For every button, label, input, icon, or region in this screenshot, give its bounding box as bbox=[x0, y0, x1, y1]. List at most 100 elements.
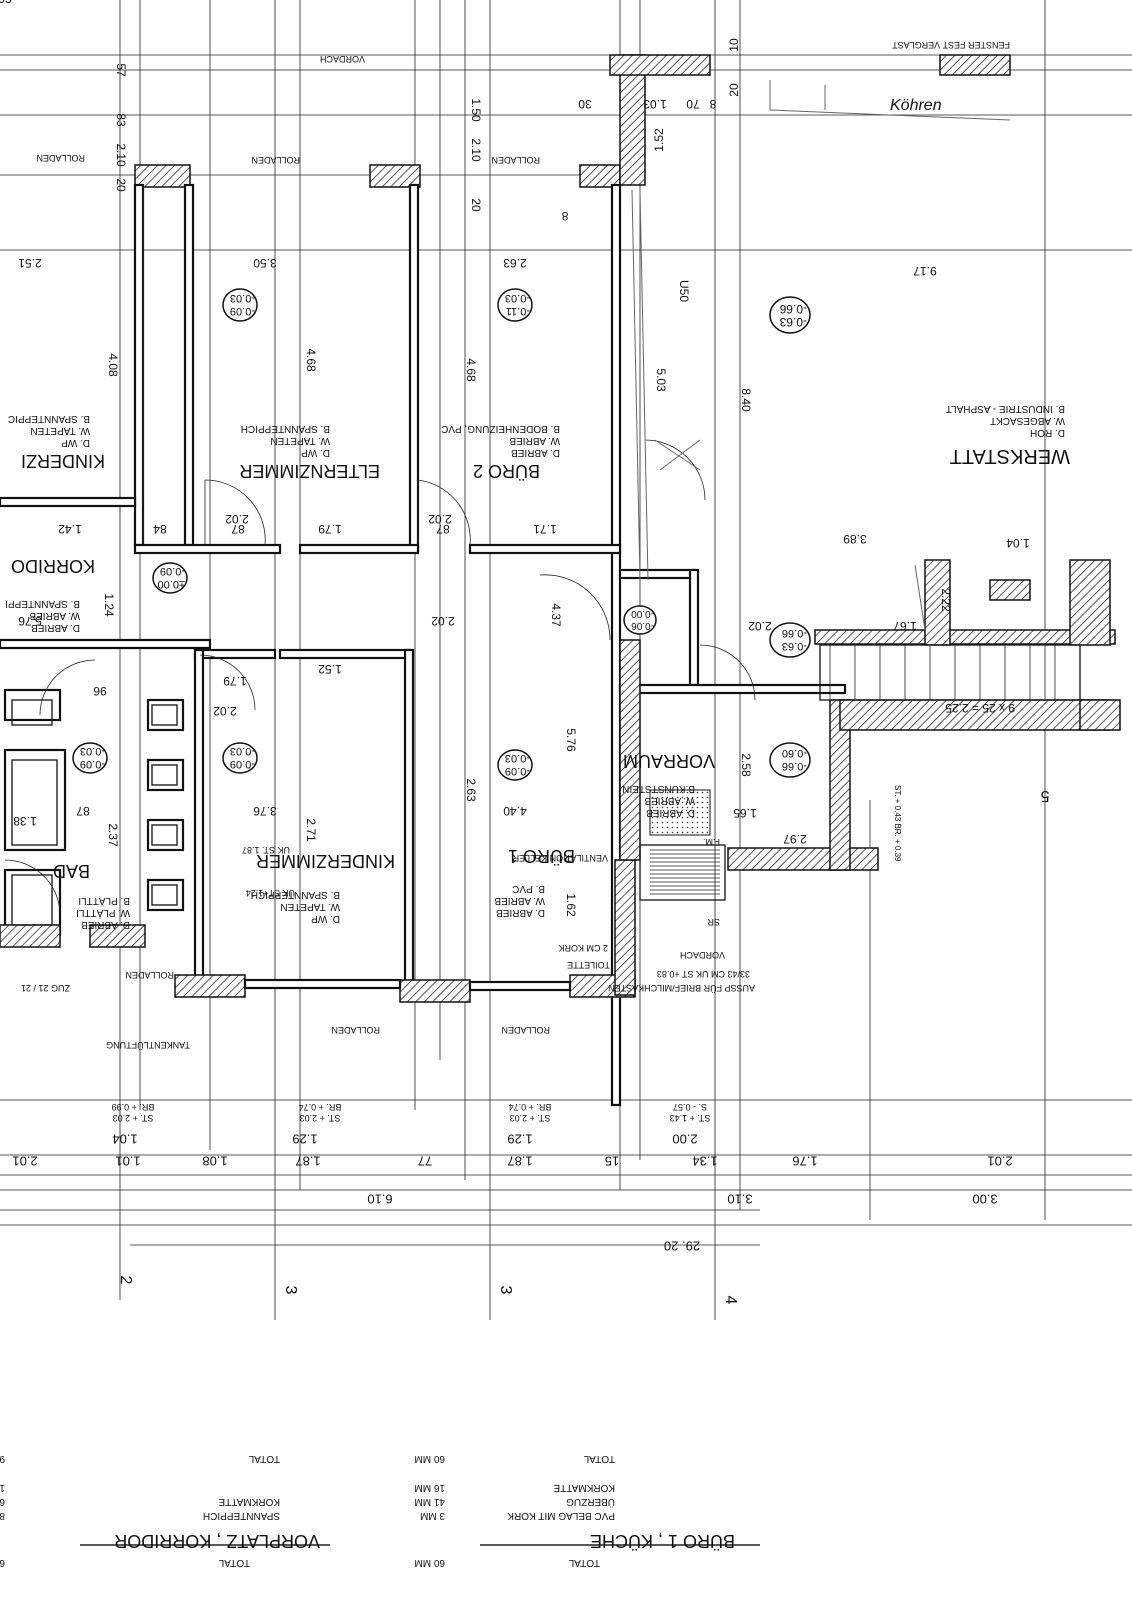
level-bad-b: -0.03 bbox=[80, 745, 105, 757]
legend-right-row4: TOTAL bbox=[583, 1453, 615, 1464]
dimension-room-5: 4.68 bbox=[464, 358, 478, 382]
label-vordach-top: VORDACH bbox=[320, 54, 365, 64]
legend-right-mm2: 41 MM bbox=[414, 1496, 445, 1507]
level-buero1-a: -0.09 bbox=[505, 765, 530, 777]
dimension-bottom-3: 77 bbox=[418, 1154, 432, 1169]
label-rolladen-6: ROLLADEN bbox=[125, 970, 174, 980]
room-name-kinderzimmer-left: KINDERZI bbox=[21, 451, 105, 471]
dimension-room-11: 87 bbox=[231, 522, 245, 536]
dimension-room-9: 1.42 bbox=[58, 522, 82, 536]
stair-main bbox=[819, 644, 1081, 701]
room-spec-kinderzimmer-3: B. SPANNTEPPICH bbox=[251, 889, 340, 900]
label-toilette: TOILETTE bbox=[567, 960, 610, 970]
axis-number-3: 4 bbox=[722, 1296, 739, 1305]
dimension-room-0: 2.51 bbox=[18, 256, 42, 270]
legend-left-row4: TOTAL bbox=[248, 1453, 280, 1464]
room-name-buero1: BÜRO 1 bbox=[508, 846, 575, 866]
label-uk2: UK ST+1.24 bbox=[246, 888, 295, 898]
level-buero2-a: -0.11 bbox=[506, 305, 530, 317]
label-rolladen-4: ROLLADEN bbox=[331, 1025, 380, 1035]
pencil-marks bbox=[631, 80, 1011, 631]
label-pencil-kohren: Köhren bbox=[890, 97, 942, 114]
legend-left-row2: KORKMATTE bbox=[218, 1496, 280, 1507]
room-spec-elternzimmer-3: B. SPANNTEPPICH bbox=[241, 423, 330, 434]
level-vorraum-b: -0.60 bbox=[782, 747, 807, 759]
sill-note-line: BR. + 0.74 bbox=[509, 1102, 552, 1112]
room-buero2: BÜRO 2 D. ABRIEB W. ABRIEB B. BODENHEIZU… bbox=[441, 423, 560, 481]
room-spec-elternzimmer-2: W. TAPETEN bbox=[270, 435, 330, 446]
level-werkstatt-a: -0.63 bbox=[779, 315, 807, 329]
dimension-room-6: 5.03 bbox=[654, 368, 668, 392]
dimension-room-37: 2.58 bbox=[739, 753, 753, 777]
dimension-top-1: 20 bbox=[727, 83, 741, 97]
dimension-room-16: 1.04 bbox=[1006, 536, 1030, 550]
dimension-room-27: 1.52 bbox=[318, 662, 342, 676]
level-korridor-b: -0.09 bbox=[160, 565, 185, 577]
level-stair-b: -0.66 bbox=[782, 627, 807, 639]
legend-left-mm1: 8 bbox=[0, 1510, 5, 1521]
legend-right-mm1: 3 MM bbox=[420, 1510, 445, 1521]
label-rolladen-5: ROLLADEN bbox=[501, 1025, 550, 1035]
room-spec-kinderzimmer-1: D. WP bbox=[311, 913, 340, 924]
label-rolladen-3: ROLLADEN bbox=[36, 153, 85, 163]
dimension-top-13: 20 bbox=[114, 178, 128, 192]
room-spec-buero2-2: W. ABRIEB bbox=[509, 435, 560, 446]
dimension-room-22: 4.37 bbox=[549, 603, 563, 627]
dimension-bottom-16: 2.01 bbox=[12, 1154, 37, 1169]
level-small-a: -0.06 bbox=[631, 620, 654, 631]
level-elternzimmer-a: -0.09 bbox=[230, 305, 255, 317]
dimension-room-33: 2.71 bbox=[304, 818, 318, 842]
dimension-room-23: 2.02 bbox=[748, 619, 772, 633]
axis-number-4: 5 bbox=[1040, 787, 1049, 804]
bath-fixtures bbox=[11, 699, 178, 926]
dimension-top-6: 1.52 bbox=[652, 128, 666, 152]
sill-note-line: BR. + 0.99 bbox=[112, 1102, 155, 1112]
room-spec-werkstatt-1: D. ROH bbox=[1030, 427, 1065, 438]
label-stair: 9 x 25 = 2.25 bbox=[945, 701, 1015, 715]
dimension-top-12: 2.10 bbox=[114, 143, 128, 167]
room-spec-korridor-2: W. ABRIEB bbox=[29, 610, 80, 621]
legend-right-mm3: 16 MM bbox=[414, 1482, 445, 1493]
stair-steps bbox=[829, 645, 1056, 700]
dimension-room-7: 8.40 bbox=[739, 388, 753, 412]
label-briefkasten: AUSSP FÜR BRIEF/MILCHKASTEN bbox=[608, 983, 755, 993]
dimension-room-15: 3.89 bbox=[843, 532, 867, 546]
label-tankentlueftung: TANKENTLÜFTUNG bbox=[106, 1040, 190, 1050]
level-kinderzimmer-a: -0.09 bbox=[230, 758, 255, 770]
label-ventilation: VENTILATION KELLER bbox=[512, 853, 608, 863]
label-briefkasten2: 33/43 CM UK ST +0.83 bbox=[657, 969, 750, 979]
room-spec-buero2-3: B. BODENHEIZUNG, PVC bbox=[441, 423, 560, 434]
room-name-kinderzimmer: KINDERZIMMER bbox=[256, 851, 395, 871]
room-spec-bad-1: D. ABRIEB bbox=[81, 919, 130, 930]
dimension-room-32: 3.76 bbox=[253, 804, 277, 818]
dimension-bottom-12: 1.04 bbox=[112, 1132, 137, 1147]
label-zug: ZUG 21 / 21 bbox=[21, 983, 70, 993]
dimension-top-4: 70 bbox=[686, 97, 700, 111]
room-name-werkstatt: WERKSTATT bbox=[950, 445, 1070, 467]
legend-right-row3: KORKMATTE bbox=[553, 1482, 615, 1493]
stair-entry bbox=[639, 844, 726, 901]
room-spec-vorraum-2: W. ABRIEB bbox=[644, 795, 695, 806]
room-kinderzimmer: KINDERZIMMER D. WP W. TAPETEN B. SPANNTE… bbox=[251, 851, 395, 924]
dimension-room-36: 5.76 bbox=[564, 728, 578, 752]
legend-right-mm4: 60 MM bbox=[414, 1453, 445, 1464]
room-spec-buero1-3: B. PVC bbox=[512, 883, 545, 894]
room-spec-buero2-1: D. ABRIEB bbox=[511, 447, 560, 458]
label-st-side: ST. + 0.43 BR. + 0.39 bbox=[893, 785, 902, 862]
dimension-top-5: 8 bbox=[709, 97, 716, 111]
dimension-top-8: 1.50 bbox=[469, 98, 483, 122]
dimension-room-26: 96 bbox=[93, 684, 107, 698]
legend-right-title: BÜRO 1 , KÜCHE bbox=[590, 1531, 735, 1551]
dimension-room-38: 1.65 bbox=[733, 806, 757, 820]
legend-left: VORPLATZ , KORRIDOR SPANNTEPPICH KORKMAT… bbox=[0, 1453, 320, 1568]
dimension-top-9: 2.10 bbox=[469, 138, 483, 162]
room-spec-buero1-1: D. ABRIEB bbox=[496, 907, 545, 918]
dimension-bottom-17: 2.01 bbox=[987, 1154, 1012, 1169]
room-spec-korridor-1: D. ABRIEB bbox=[31, 622, 80, 633]
room-spec-buero1-2: W. ABRIEB bbox=[494, 895, 545, 906]
dimension-room-34: 4.40 bbox=[503, 804, 527, 818]
room-buero1: BÜRO 1 D. ABRIEB W. ABRIEB B. PVC bbox=[494, 846, 575, 918]
